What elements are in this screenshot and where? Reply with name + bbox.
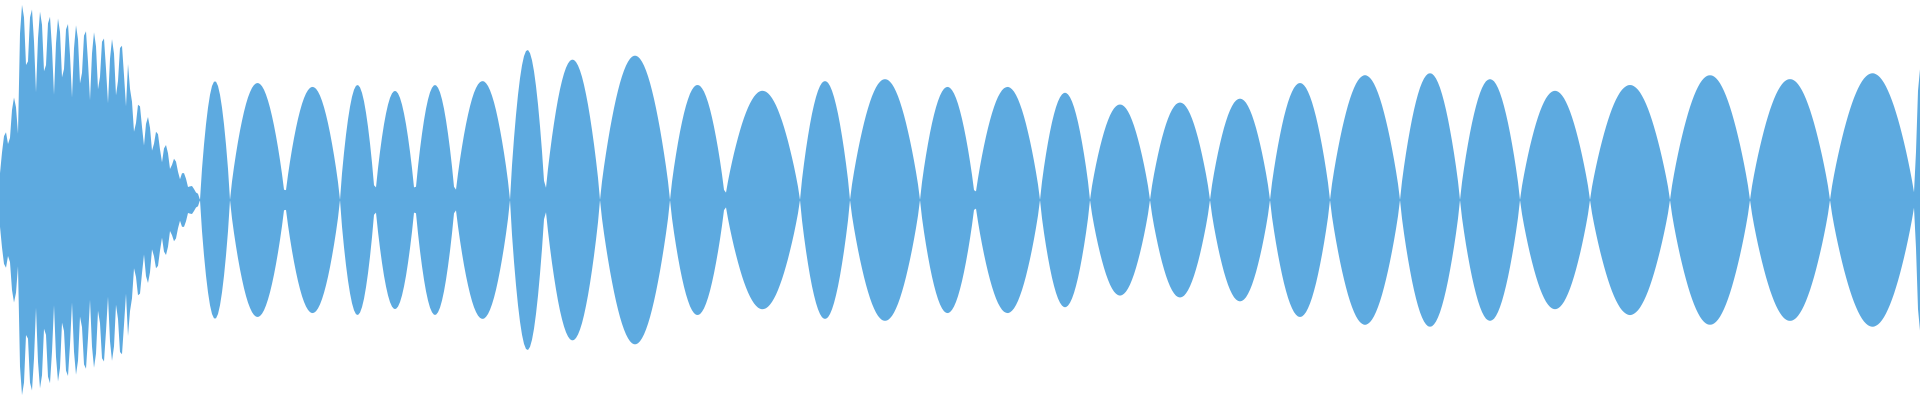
audio-waveform — [0, 4, 1920, 396]
waveform-canvas — [0, 4, 1920, 396]
